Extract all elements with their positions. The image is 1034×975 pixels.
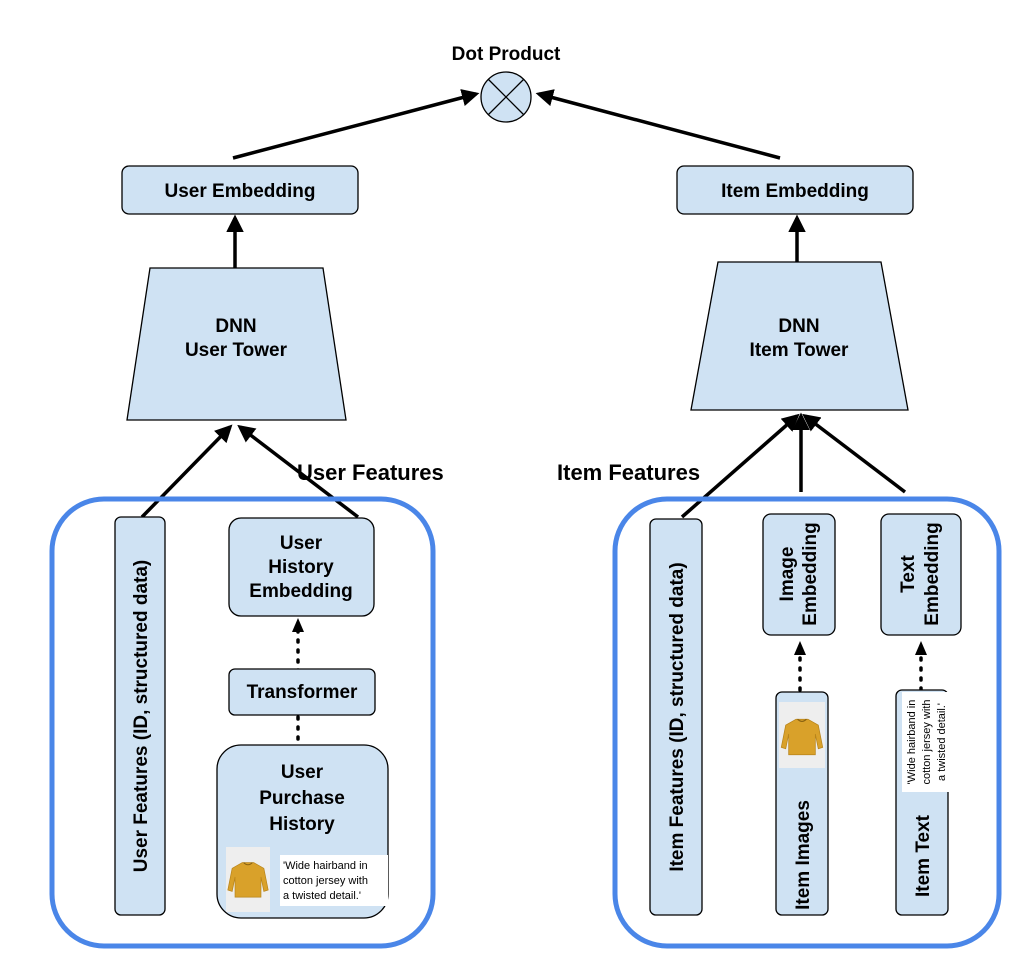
dot-product-label: Dot Product <box>452 44 561 65</box>
item-text-caption-line-2: cotton jersey with <box>921 700 933 785</box>
user-embedding-label: User Embedding <box>165 181 316 202</box>
user-tower-subtitle: User Tower <box>185 340 288 361</box>
purchase-caption-line-3: a twisted detail.' <box>283 890 361 902</box>
item-structured-features-box: Item Features (ID, structured data) <box>649 518 703 916</box>
user-history-embedding-box: User History Embedding <box>228 517 375 617</box>
image-embedding-box: Image Embedding <box>762 513 836 636</box>
user-purchase-history-line-1: User <box>281 762 324 783</box>
user-purchase-history-line-3: History <box>269 814 335 835</box>
item-text-caption-line-3: a twisted detail.' <box>936 703 948 781</box>
item-embedding-label: Item Embedding <box>721 181 869 202</box>
user-purchase-history-line-2: Purchase <box>259 788 345 809</box>
item-features-group <box>612 496 1002 949</box>
user-tower-title: DNN <box>215 316 256 337</box>
user-structured-features-box: User Features (ID, structured data) <box>114 516 166 916</box>
user-embedding-box: User Embedding <box>121 165 359 215</box>
text-embedding-box: Text Embedding <box>880 513 962 636</box>
dotted-arrowhead <box>794 641 806 655</box>
item-images-box: Item Images <box>775 691 829 916</box>
user-history-embedding-line-2: History <box>268 557 334 578</box>
user-history-embedding-line-3: Embedding <box>249 581 352 602</box>
transformer-label: Transformer <box>247 682 358 703</box>
user-tower: DNN User Tower <box>126 267 347 421</box>
text-embedding-line-2: Embedding <box>922 522 943 625</box>
image-embedding-line-1: Image <box>777 547 798 602</box>
user-features-group-label: User Features <box>297 460 444 485</box>
item-text-box: 'Wide hairband in cotton jersey with a t… <box>895 689 949 916</box>
multiply-circle-icon <box>480 71 532 123</box>
arrow-item-to-dot <box>535 89 781 160</box>
user-structured-features-label: User Features (ID, structured data) <box>131 560 152 873</box>
arrow-user-history-to-tower <box>237 424 360 519</box>
arrow-user-to-dot <box>232 89 480 160</box>
purchase-caption-line-1: 'Wide hairband in <box>283 860 368 872</box>
item-tower-title: DNN <box>778 316 819 337</box>
dotted-arrowhead <box>292 618 304 632</box>
item-features-group-label: Item Features <box>557 460 700 485</box>
purchase-caption-line-2: cotton jersey with <box>283 875 368 887</box>
transformer-box: Transformer <box>228 668 376 716</box>
item-text-caption-line-1: 'Wide hairband in <box>906 700 918 785</box>
item-text-label: Item Text <box>913 814 934 897</box>
arrow-user-structured-to-tower <box>140 424 233 519</box>
text-embedding-line-1: Text <box>898 555 919 593</box>
item-embedding-box: Item Embedding <box>676 165 914 215</box>
user-features-group <box>49 496 436 949</box>
image-embedding-line-2: Embedding <box>800 522 821 625</box>
user-purchase-history-box: User Purchase History 'Wide hairband in … <box>216 744 389 919</box>
item-structured-features-label: Item Features (ID, structured data) <box>667 562 688 871</box>
item-images-label: Item Images <box>793 800 814 910</box>
arrow-text-embedding-to-tower <box>802 413 907 494</box>
item-tower: DNN Item Tower <box>690 261 909 411</box>
item-tower-subtitle: Item Tower <box>750 340 849 361</box>
dotted-arrowhead <box>915 641 927 655</box>
user-history-embedding-line-1: User <box>280 533 323 554</box>
